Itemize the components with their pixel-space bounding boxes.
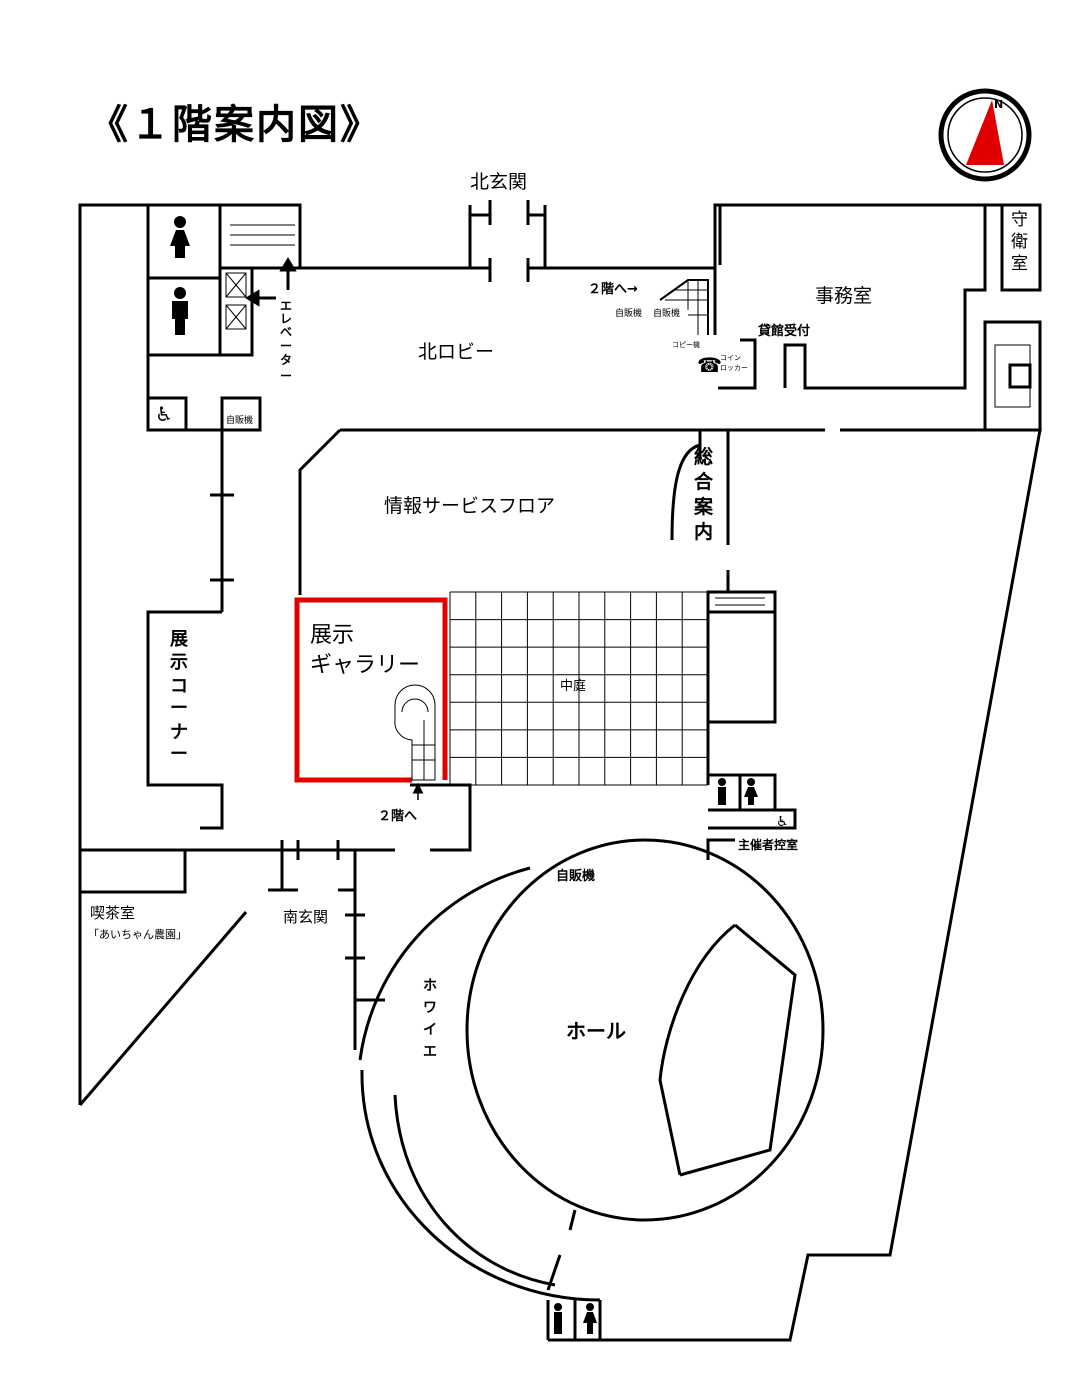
vending-label: 自販機: [653, 307, 680, 319]
gallery-highlight: [294, 597, 448, 783]
compass-icon: N: [938, 88, 1032, 182]
copier-label: コピー機: [672, 340, 700, 349]
svg-text:N: N: [994, 98, 1003, 111]
foyer-label: ホ: [423, 978, 437, 994]
exhibit-corner-label: 示: [170, 652, 188, 673]
hall-label: ホール: [566, 1019, 626, 1043]
gallery-label-2: ギャラリー: [310, 653, 420, 678]
info-service-floor-label: 情報サービスフロア: [384, 495, 555, 517]
to-2f-south-label: ２階へ: [378, 808, 417, 824]
exhibit-corner-label: ー: [170, 698, 188, 719]
spiral-stair-icon: [394, 684, 436, 781]
vending-label: 自販機: [615, 307, 642, 319]
elevator-label: ー: [280, 369, 292, 383]
accessible-toilet-icon: ♿: [776, 814, 789, 830]
exhibit-corner-label: コ: [170, 676, 188, 697]
vending-hall-label: 自販機: [556, 868, 595, 884]
elevator-label: エ: [280, 299, 292, 313]
south-entrance-label: 南玄関: [283, 908, 328, 926]
courtyard-label: 中庭: [560, 678, 586, 694]
vending-west-label: 自販機: [226, 414, 253, 426]
coin-locker-label-1: コイン: [720, 354, 741, 362]
hall-walls: [358, 838, 825, 1342]
info-desk-label: 内: [694, 520, 713, 543]
elevator-label: タ: [280, 353, 292, 367]
page-title: 《１階案内図》: [88, 102, 382, 148]
rental-reception-label: 貸館受付: [758, 323, 810, 339]
cafe-label-1: 喫茶室: [90, 904, 135, 922]
gallery-label-1: 展示: [310, 623, 354, 648]
to-2f-north-label: ２階へ→: [588, 281, 638, 297]
info-desk-label: 案: [693, 495, 714, 518]
north-entrance-label: 北玄関: [470, 171, 527, 193]
stairs-icon: [230, 224, 765, 606]
telephone-icon: ☎: [697, 353, 722, 377]
elevator-label: ー: [280, 339, 292, 353]
organizer-room-label: 主催者控室: [738, 837, 798, 852]
foyer-label: ワ: [423, 1000, 437, 1016]
guard-room-label-1: 守: [1011, 210, 1028, 230]
courtyard-grid: [449, 591, 709, 786]
north-lobby-label: 北ロビー: [418, 341, 494, 363]
exhibit-corner-label: 展: [170, 629, 189, 650]
elevator-label: レ: [280, 312, 292, 326]
cafe-label-2: 「あいちゃん農園」: [88, 927, 187, 941]
foyer-label: エ: [423, 1044, 437, 1060]
exhibit-corner-label: ナ: [170, 722, 188, 743]
coin-locker-label-2: ロッカー: [720, 364, 748, 372]
office-label: 事務室: [815, 285, 872, 307]
info-desk-label: 合: [694, 470, 714, 493]
foyer-label: イ: [423, 1022, 437, 1038]
restroom-icons: [170, 216, 758, 1334]
info-desk-label: 総: [694, 445, 713, 468]
room-labels: 北玄関 守 衛 室 事務室 貸館受付 ２階へ→ 自販機 自販機 コピー機 コイン…: [88, 171, 1028, 1060]
guard-room-label-3: 室: [1011, 254, 1028, 274]
accessible-toilet-icon: ♿: [155, 402, 173, 426]
guard-room-label-2: 衛: [1011, 232, 1028, 252]
arrow-icons: [245, 257, 424, 800]
walls: [78, 200, 1042, 1342]
elevator-label: ベ: [280, 325, 292, 339]
exhibit-corner-label: ー: [170, 744, 188, 765]
